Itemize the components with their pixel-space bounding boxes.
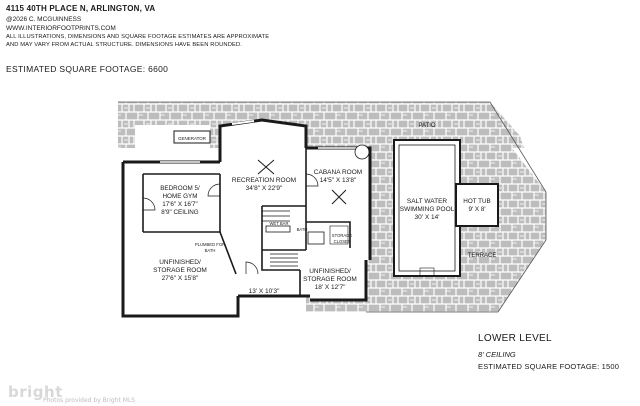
label-pool-2: SWIMMING POOL bbox=[400, 206, 455, 213]
label-unfinished-east-dim: 18' X 12'7" bbox=[315, 284, 347, 291]
label-pool-1: SALT WATER bbox=[407, 198, 448, 205]
label-terrace: TERRACE bbox=[468, 253, 497, 259]
disclaimer-line-2: AND MAY VARY FROM ACTUAL STRUCTURE. DIME… bbox=[6, 42, 242, 48]
storage-shelf bbox=[329, 225, 349, 245]
ceiling-fan-recreation bbox=[257, 159, 275, 175]
window-lines bbox=[160, 146, 360, 164]
label-bedroom-dim: 17'6" X 16'7" bbox=[162, 201, 198, 208]
label-wet-bar: WET BAR bbox=[269, 221, 288, 226]
label-bedroom-ceiling: 8'9" CEILING bbox=[161, 209, 198, 216]
watermark-url: Photos provided by Bright MLS bbox=[43, 397, 136, 404]
label-unfinished-east-1: UNFINISHED/ bbox=[309, 268, 351, 275]
label-unfinished-west-2: STORAGE ROOM bbox=[153, 267, 207, 274]
stone-patio-left-strip bbox=[118, 102, 135, 125]
label-bedroom-line-2: HOME GYM bbox=[163, 193, 198, 200]
windows bbox=[160, 120, 360, 163]
staircase bbox=[262, 205, 298, 267]
pool-steps bbox=[419, 267, 435, 277]
label-hall-dim: 13' X 10'3" bbox=[249, 288, 281, 295]
label-bedroom-line-1: BEDROOM 5/ bbox=[160, 185, 200, 192]
patio-edge bbox=[118, 101, 547, 313]
label-unfinished-west-dim: 27'6" X 15'8" bbox=[162, 275, 199, 282]
copyright-line: @2026 C. MCGUINNESS bbox=[6, 16, 82, 23]
house-interior bbox=[123, 120, 370, 316]
watermark-brand: bright bbox=[8, 383, 63, 401]
disclaimer-line-1: ALL ILLUSTRATIONS, DIMENSIONS AND SQUARE… bbox=[6, 34, 270, 40]
label-plumbed-2: BATH bbox=[205, 248, 216, 253]
label-cabana-dim: 14'5" X 13'8" bbox=[320, 177, 357, 184]
level-square-footage: ESTIMATED SQUARE FOOTAGE: 1500 bbox=[478, 362, 620, 371]
ceiling-fan-cabana bbox=[331, 189, 347, 205]
bath-tub bbox=[307, 231, 325, 245]
interior-walls bbox=[142, 148, 351, 296]
label-generator: GENERATOR bbox=[178, 136, 207, 141]
generator-unit bbox=[173, 130, 211, 144]
label-hot-tub-2: 9' X 8' bbox=[468, 206, 485, 213]
label-bath: BATH bbox=[297, 227, 308, 232]
level-ceiling: 8' CEILING bbox=[478, 350, 516, 359]
label-plumbed-1: PLUMBED FOR bbox=[195, 242, 225, 247]
label-patio: PATIO bbox=[418, 123, 435, 129]
wet-bar-counter bbox=[265, 225, 291, 233]
label-recreation-name: RECREATION ROOM bbox=[232, 177, 296, 184]
label-cabana-name: CABANA ROOM bbox=[314, 169, 362, 176]
address-title: 4115 40TH PLACE N, ARLINGTON, VA bbox=[6, 4, 156, 13]
label-storage-closet-2: CLOSET bbox=[334, 239, 351, 244]
label-unfinished-west-1: UNFINISHED/ bbox=[159, 259, 201, 266]
bright-mls-watermark: bright Photos provided by Bright MLS bbox=[8, 382, 135, 404]
label-storage-closet-1: STORAGE bbox=[332, 233, 353, 238]
label-hot-tub-1: HOT TUB bbox=[463, 198, 490, 205]
label-unfinished-east-2: STORAGE ROOM bbox=[303, 276, 357, 283]
website-line: WWW.INTERIORFOOTPRINTS.COM bbox=[6, 25, 116, 32]
label-pool-dim: 30' X 14' bbox=[415, 214, 440, 221]
estimated-square-footage: ESTIMATED SQUARE FOOTAGE: 6600 bbox=[6, 64, 169, 74]
level-title: LOWER LEVEL bbox=[478, 333, 552, 344]
room-labels: GENERATOR PATIO RECREATION ROOM 34'8" X … bbox=[153, 123, 496, 295]
label-recreation-dim: 34'8" X 22'9" bbox=[246, 185, 283, 192]
hot-tub bbox=[455, 183, 499, 227]
door-swings bbox=[142, 173, 319, 275]
patio-table bbox=[354, 144, 370, 160]
